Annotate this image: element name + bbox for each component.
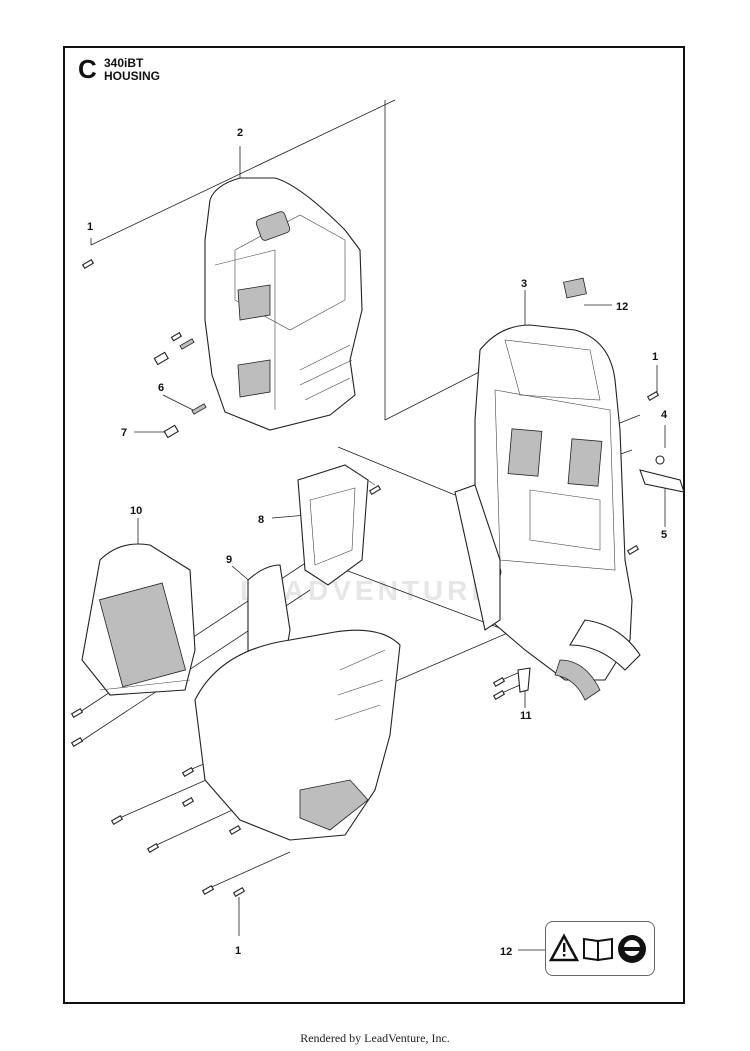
callout-label: 11 [520,710,532,722]
callout-label: 9 [226,554,232,566]
callout-label: 3 [521,278,527,290]
callout-label: 4 [661,409,668,421]
manual-book-icon [583,937,613,962]
model-name: 340iBT [104,56,144,70]
callout-label: 1 [652,351,658,363]
back-plate-part [454,324,641,701]
eye-ear-protection-icon [618,935,646,963]
callout-label: 1 [87,221,93,233]
callout-label: 10 [130,505,142,517]
top-cover-part [204,177,363,431]
lower-shroud-part [194,629,401,841]
callout-label: 2 [237,127,243,139]
footer-credit: Rendered by LeadVenture, Inc. [300,1031,450,1045]
callout-label: 7 [121,427,127,439]
latch-part [517,667,531,693]
callout-label: 1 [235,945,241,957]
callout-label: 6 [158,382,164,394]
warning-triangle-icon [548,933,580,962]
inner-panel-part [297,464,376,586]
diagram-frame [63,46,685,1004]
bracket-part [639,455,685,493]
left-grille-part [81,543,196,696]
callout-label: 5 [661,529,667,541]
callout-label: 12 [500,946,512,958]
callouts: 1 2 3 12 1 4 5 6 7 8 9 10 11 1 12 [87,127,668,958]
screws [70,259,660,897]
safety-decal [545,921,655,976]
callout-label: 8 [258,514,264,526]
callout-label: 12 [616,301,628,313]
diagram-title: HOUSING [104,69,161,83]
section-letter: C [78,54,97,84]
